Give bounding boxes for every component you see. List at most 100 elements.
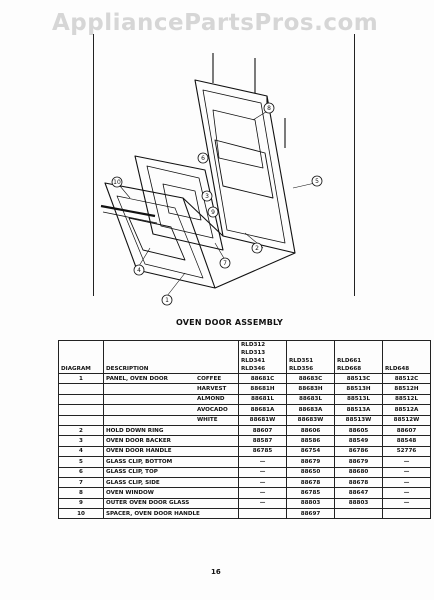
model-label: RLD351: [289, 358, 314, 364]
cell-diagram: 7: [58, 476, 104, 489]
cell-part-number: 88683C: [286, 372, 335, 385]
cell-variant: HARVEST: [195, 383, 239, 395]
cell-diagram: 4: [58, 445, 104, 458]
cell-part-number: —: [382, 456, 431, 468]
callout-3: 3: [205, 193, 209, 200]
cell-diagram: 3: [58, 435, 104, 447]
cell-part-number: 88513L: [334, 393, 383, 406]
cell-description: GLASS CLIP, BOTTOM: [103, 456, 195, 468]
cell-part-number: 88587: [238, 435, 287, 447]
cell-part-number: 88605: [334, 424, 383, 437]
cell-variant: [195, 497, 239, 510]
cell-part-number: —: [382, 466, 431, 478]
cell-part-number: 88681C: [238, 372, 287, 385]
cell-part-number: 88681W: [238, 414, 287, 426]
cell-part-number: 88683H: [286, 383, 335, 395]
cell-part-number: —: [382, 476, 431, 489]
cell-part-number: 88683A: [286, 404, 335, 416]
cell-part-number: 86754: [286, 445, 335, 458]
cell-diagram: 6: [58, 466, 104, 478]
callout-4: 4: [137, 267, 141, 274]
model-label: RLD661: [337, 358, 362, 364]
cell-variant: [195, 466, 239, 478]
cell-part-number: 88678: [334, 476, 383, 489]
cell-part-number: 88683L: [286, 393, 335, 406]
cell-part-number: 88513W: [334, 414, 383, 426]
exploded-diagram: 1 2 3 4 5 6 7 8 9 10: [100, 53, 323, 306]
cell-diagram: 1: [58, 372, 104, 385]
cell-variant: [195, 508, 239, 520]
callout-10: 10: [113, 179, 121, 186]
cell-part-number: 88512L: [382, 393, 431, 406]
model-label: RLD668: [337, 366, 362, 372]
cell-part-number: 88512W: [382, 414, 431, 426]
model-label: RLD313: [241, 350, 266, 356]
cell-part-number: —: [238, 497, 287, 510]
cell-description: [103, 393, 195, 406]
cell-part-number: 88647: [334, 487, 383, 499]
cell-variant: [195, 456, 239, 468]
watermark: AppliancePartsPros.com: [52, 10, 379, 36]
cell-part-number: —: [238, 456, 287, 468]
model-label: RLD341: [241, 358, 266, 364]
cell-part-number: [238, 508, 287, 520]
cell-part-number: 88697: [286, 508, 335, 520]
cell-part-number: 88681A: [238, 404, 287, 416]
header-model-group-4: RLD648: [382, 340, 431, 374]
callout-1: 1: [165, 297, 169, 304]
cell-part-number: 88683W: [286, 414, 335, 426]
cell-part-number: 88513C: [334, 372, 383, 385]
cell-part-number: 88803: [334, 497, 383, 510]
header-variant: [195, 340, 239, 374]
cell-part-number: 88513H: [334, 383, 383, 395]
cell-part-number: 88607: [238, 424, 287, 437]
cell-diagram: 8: [58, 487, 104, 499]
callout-7: 7: [223, 260, 227, 267]
cell-description: PANEL, OVEN DOOR: [103, 372, 195, 385]
cell-variant: [195, 487, 239, 499]
cell-part-number: 88650: [286, 466, 335, 478]
cell-part-number: 88681H: [238, 383, 287, 395]
cell-part-number: —: [382, 497, 431, 510]
cell-diagram: 2: [58, 424, 104, 437]
cell-part-number: 88606: [286, 424, 335, 437]
cell-variant: [195, 445, 239, 458]
cell-description: OVEN DOOR BACKER: [103, 435, 195, 447]
page-number: 16: [211, 568, 221, 576]
cell-part-number: 88679: [334, 456, 383, 468]
cell-variant: WHITE: [195, 414, 239, 426]
cell-description: [103, 414, 195, 426]
header-model-group-2: RLD351 RLD356: [286, 340, 335, 374]
cell-part-number: 88803: [286, 497, 335, 510]
cell-part-number: 88586: [286, 435, 335, 447]
cell-description: OVEN WINDOW: [103, 487, 195, 499]
cell-description: [103, 404, 195, 416]
callout-5: 5: [315, 178, 319, 185]
cell-diagram: [58, 414, 104, 426]
header-description: DESCRIPTION: [103, 340, 195, 374]
cell-part-number: [382, 508, 431, 520]
cell-variant: [195, 424, 239, 437]
cell-part-number: 88513A: [334, 404, 383, 416]
callout-2: 2: [255, 245, 259, 252]
model-label: RLD648: [385, 366, 410, 372]
model-label: RLD356: [289, 366, 314, 372]
cell-part-number: —: [238, 476, 287, 489]
cell-part-number: 88607: [382, 424, 431, 437]
diagram-frame: [93, 34, 355, 296]
cell-diagram: [58, 404, 104, 416]
header-diagram: DIAGRAM: [58, 340, 104, 374]
model-label: RLD346: [241, 366, 266, 372]
cell-part-number: [334, 508, 383, 520]
